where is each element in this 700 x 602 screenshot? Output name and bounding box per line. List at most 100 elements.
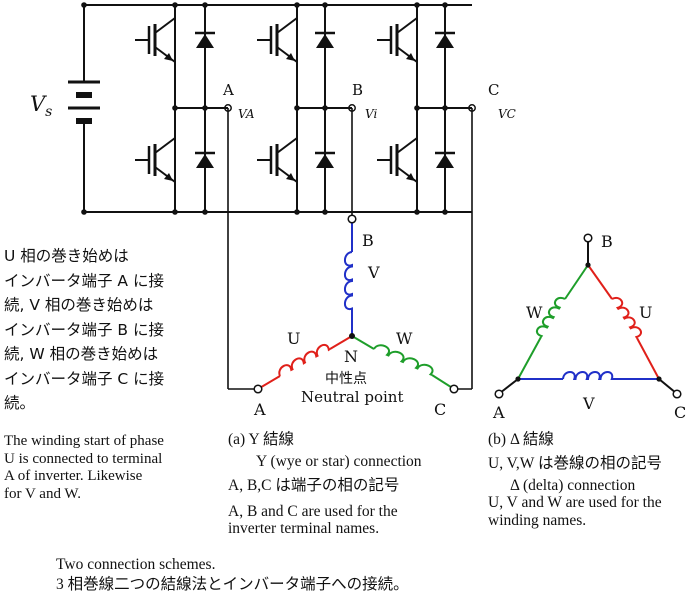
star-caption-line3b: inverter terminal names. bbox=[228, 520, 380, 537]
inverter-terminal-B-label: B bbox=[352, 81, 363, 99]
delta-U-side-1 bbox=[587, 264, 613, 300]
junction-dot bbox=[294, 2, 300, 8]
jp-line: インバータ端子 A に接 bbox=[4, 271, 164, 290]
igbt-icon bbox=[377, 137, 418, 183]
delta-vertex-top-dot bbox=[585, 262, 591, 268]
inverter-voltage-A: VA bbox=[238, 107, 255, 121]
junction-dot bbox=[81, 209, 87, 215]
terminal-leads bbox=[227, 108, 473, 390]
junction-dot bbox=[442, 2, 448, 8]
star-label-U: U bbox=[287, 329, 300, 348]
en-line: for V and W. bbox=[4, 485, 81, 502]
junction-dot bbox=[172, 209, 178, 215]
star-W-coil bbox=[373, 344, 434, 376]
jp-line: インバータ端子 B に接 bbox=[4, 320, 164, 339]
en-line: U is connected to terminal bbox=[4, 450, 163, 467]
jp-line: 続。 bbox=[4, 394, 36, 412]
neutral-point-dot bbox=[349, 333, 355, 339]
delta-label-A: A bbox=[492, 403, 505, 422]
delta-A-lead bbox=[499, 378, 519, 394]
diode-icon bbox=[435, 31, 455, 48]
delta-vertex-right-dot bbox=[656, 376, 662, 382]
diode-icon bbox=[195, 31, 215, 48]
star-terminal-C-node bbox=[449, 384, 459, 394]
star-label-C: C bbox=[434, 400, 446, 419]
delta-label-U: U bbox=[639, 303, 652, 322]
diode-icon bbox=[315, 31, 335, 48]
inverter-leg-B bbox=[257, 2, 335, 215]
delta-label-V: V bbox=[582, 394, 595, 413]
junction-dot bbox=[81, 2, 87, 8]
delta-caption-line1: U, V,W は巻線の相の記号 bbox=[488, 455, 662, 472]
star-label-B: B bbox=[362, 231, 374, 250]
source-label: Vs bbox=[30, 92, 52, 120]
delta-vertex-left-dot bbox=[515, 376, 521, 382]
star-label-N: N bbox=[344, 347, 358, 366]
diode-icon bbox=[435, 151, 455, 168]
junction-dot bbox=[322, 2, 328, 8]
star-connection bbox=[257, 222, 455, 390]
delta-caption-title: (b) Δ 結線 bbox=[488, 431, 554, 448]
star-W-lead bbox=[351, 335, 375, 350]
delta-V-coil bbox=[562, 370, 614, 380]
delta-label-B: B bbox=[601, 232, 613, 251]
delta-label-C: C bbox=[674, 403, 686, 422]
star-label-W: W bbox=[396, 329, 413, 348]
delta-U-coil bbox=[611, 296, 642, 339]
jp-line: インバータ端子 C に接 bbox=[4, 369, 165, 388]
delta-terminal-B-node bbox=[583, 233, 593, 243]
inverter-circuit bbox=[68, 4, 472, 213]
igbt-icon bbox=[257, 17, 298, 63]
delta-terminal-C-node bbox=[672, 389, 682, 399]
star-caption: (a) Y 結線 Y (wye or star) connection A, B… bbox=[228, 431, 422, 538]
jp-line: 続, W 相の巻き始めは bbox=[4, 345, 159, 363]
delta-C-lead bbox=[658, 378, 677, 394]
junction-dot bbox=[172, 105, 178, 111]
igbt-icon bbox=[135, 137, 176, 183]
inverter-terminal-C-label: C bbox=[488, 81, 499, 99]
junction-dot bbox=[202, 2, 208, 8]
inverter-voltage-C: VC bbox=[498, 107, 516, 121]
junction-dot bbox=[414, 209, 420, 215]
jp-line: 続, V 相の巻き始めは bbox=[4, 296, 154, 314]
inverter-leg-C bbox=[377, 2, 455, 215]
delta-U-side-2 bbox=[636, 337, 660, 380]
delta-W-coil bbox=[535, 296, 566, 338]
star-U-coil bbox=[278, 343, 331, 377]
jp-line: U 相の巻き始めは bbox=[4, 247, 129, 265]
junction-dot bbox=[414, 2, 420, 8]
star-terminal-A-node bbox=[253, 384, 263, 394]
star-V-coil bbox=[343, 251, 353, 311]
battery-icon bbox=[68, 80, 100, 124]
igbt-icon bbox=[377, 17, 418, 63]
figure-caption-jp: 3 相巻線二つの結線法とインバータ端子への接続。 bbox=[56, 576, 409, 593]
figure-caption: Two connection schemes. 3 相巻線二つの結線法とインバー… bbox=[56, 555, 409, 595]
en-line: A of inverter. Likewise bbox=[4, 468, 143, 484]
diode-icon bbox=[195, 151, 215, 168]
delta-caption: (b) Δ 結線 U, V,W は巻線の相の記号 Δ (delta) conne… bbox=[488, 431, 662, 530]
figure-caption-en: Two connection schemes. bbox=[56, 556, 216, 573]
delta-label-W: W bbox=[526, 303, 543, 322]
star-caption-line1: Y (wye or star) connection bbox=[256, 453, 422, 470]
neutral-label-jp: 中性点 bbox=[325, 371, 367, 387]
delta-caption-line3b: winding names. bbox=[488, 511, 587, 529]
junction-dot bbox=[322, 209, 328, 215]
junction-dot bbox=[172, 2, 178, 8]
inverter-terminal-A-label: A bbox=[222, 81, 234, 99]
star-terminal-B-node bbox=[347, 214, 357, 224]
junction-dot bbox=[202, 209, 208, 215]
star-caption-line3a: A, B and C are used for the bbox=[228, 503, 398, 520]
junction-dot bbox=[294, 105, 300, 111]
delta-W-side-2 bbox=[517, 336, 542, 380]
diode-icon bbox=[315, 151, 335, 168]
junction-dot bbox=[414, 105, 420, 111]
delta-connection bbox=[499, 240, 677, 394]
igbt-icon bbox=[257, 137, 298, 183]
star-U-tail bbox=[329, 335, 353, 350]
star-label-V: V bbox=[367, 263, 380, 282]
left-jp-explanation: U 相の巻き始めは インバータ端子 A に接 続, V 相の巻き始めは インバー… bbox=[4, 244, 164, 416]
delta-W-side-1 bbox=[564, 264, 589, 300]
inverter-voltage-B: Vi bbox=[365, 107, 377, 121]
left-en-explanation: The winding start of phase U is connecte… bbox=[4, 433, 164, 503]
